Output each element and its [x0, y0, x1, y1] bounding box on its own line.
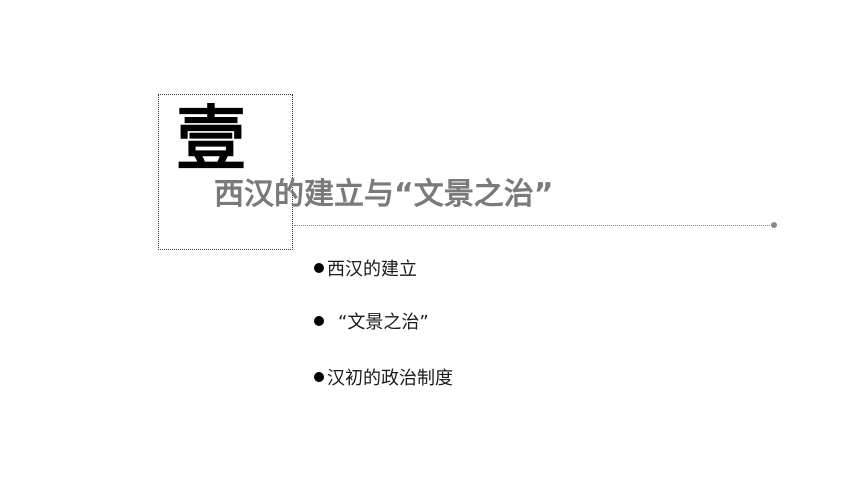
bullet-dot-icon — [314, 263, 324, 273]
numeral-frame — [158, 94, 293, 250]
bullet-item-3: 汉初的政治制度 — [314, 370, 453, 388]
bullet-dot-icon — [314, 316, 324, 326]
divider-line — [294, 225, 772, 226]
section-title: 西汉的建立与“文景之治” — [214, 177, 554, 212]
bullet-label: 汉初的政治制度 — [327, 368, 453, 389]
bullet-label: “文景之治” — [338, 312, 429, 333]
bullet-item-1: 西汉的建立 — [314, 261, 417, 279]
section-numeral: 壹 — [176, 98, 246, 180]
bullet-label: 西汉的建立 — [327, 259, 417, 280]
bullet-item-2: “文景之治” — [314, 314, 429, 332]
divider-end-dot — [771, 222, 777, 228]
bullet-dot-icon — [314, 372, 324, 382]
